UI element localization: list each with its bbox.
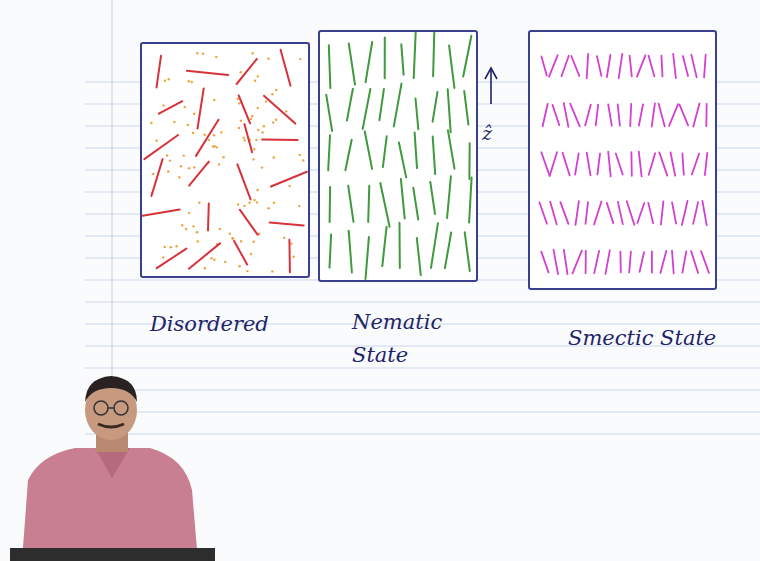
phase-box (528, 30, 717, 290)
phase-label: Disordered (150, 308, 300, 341)
molecule-rods (530, 32, 719, 292)
phase-label: Nematic State (352, 306, 456, 371)
presenter-figure (10, 376, 215, 561)
phase-panel: Nematic State (318, 30, 478, 282)
molecule-rods (142, 44, 312, 280)
axis-label: ẑ (482, 122, 492, 144)
phase-panel: Disordered (140, 42, 310, 278)
phase-label: Smectic State (568, 322, 728, 355)
phase-box (140, 42, 310, 278)
phase-panel: Smectic State (528, 30, 717, 290)
molecule-rods (320, 32, 480, 284)
phase-box (318, 30, 478, 282)
